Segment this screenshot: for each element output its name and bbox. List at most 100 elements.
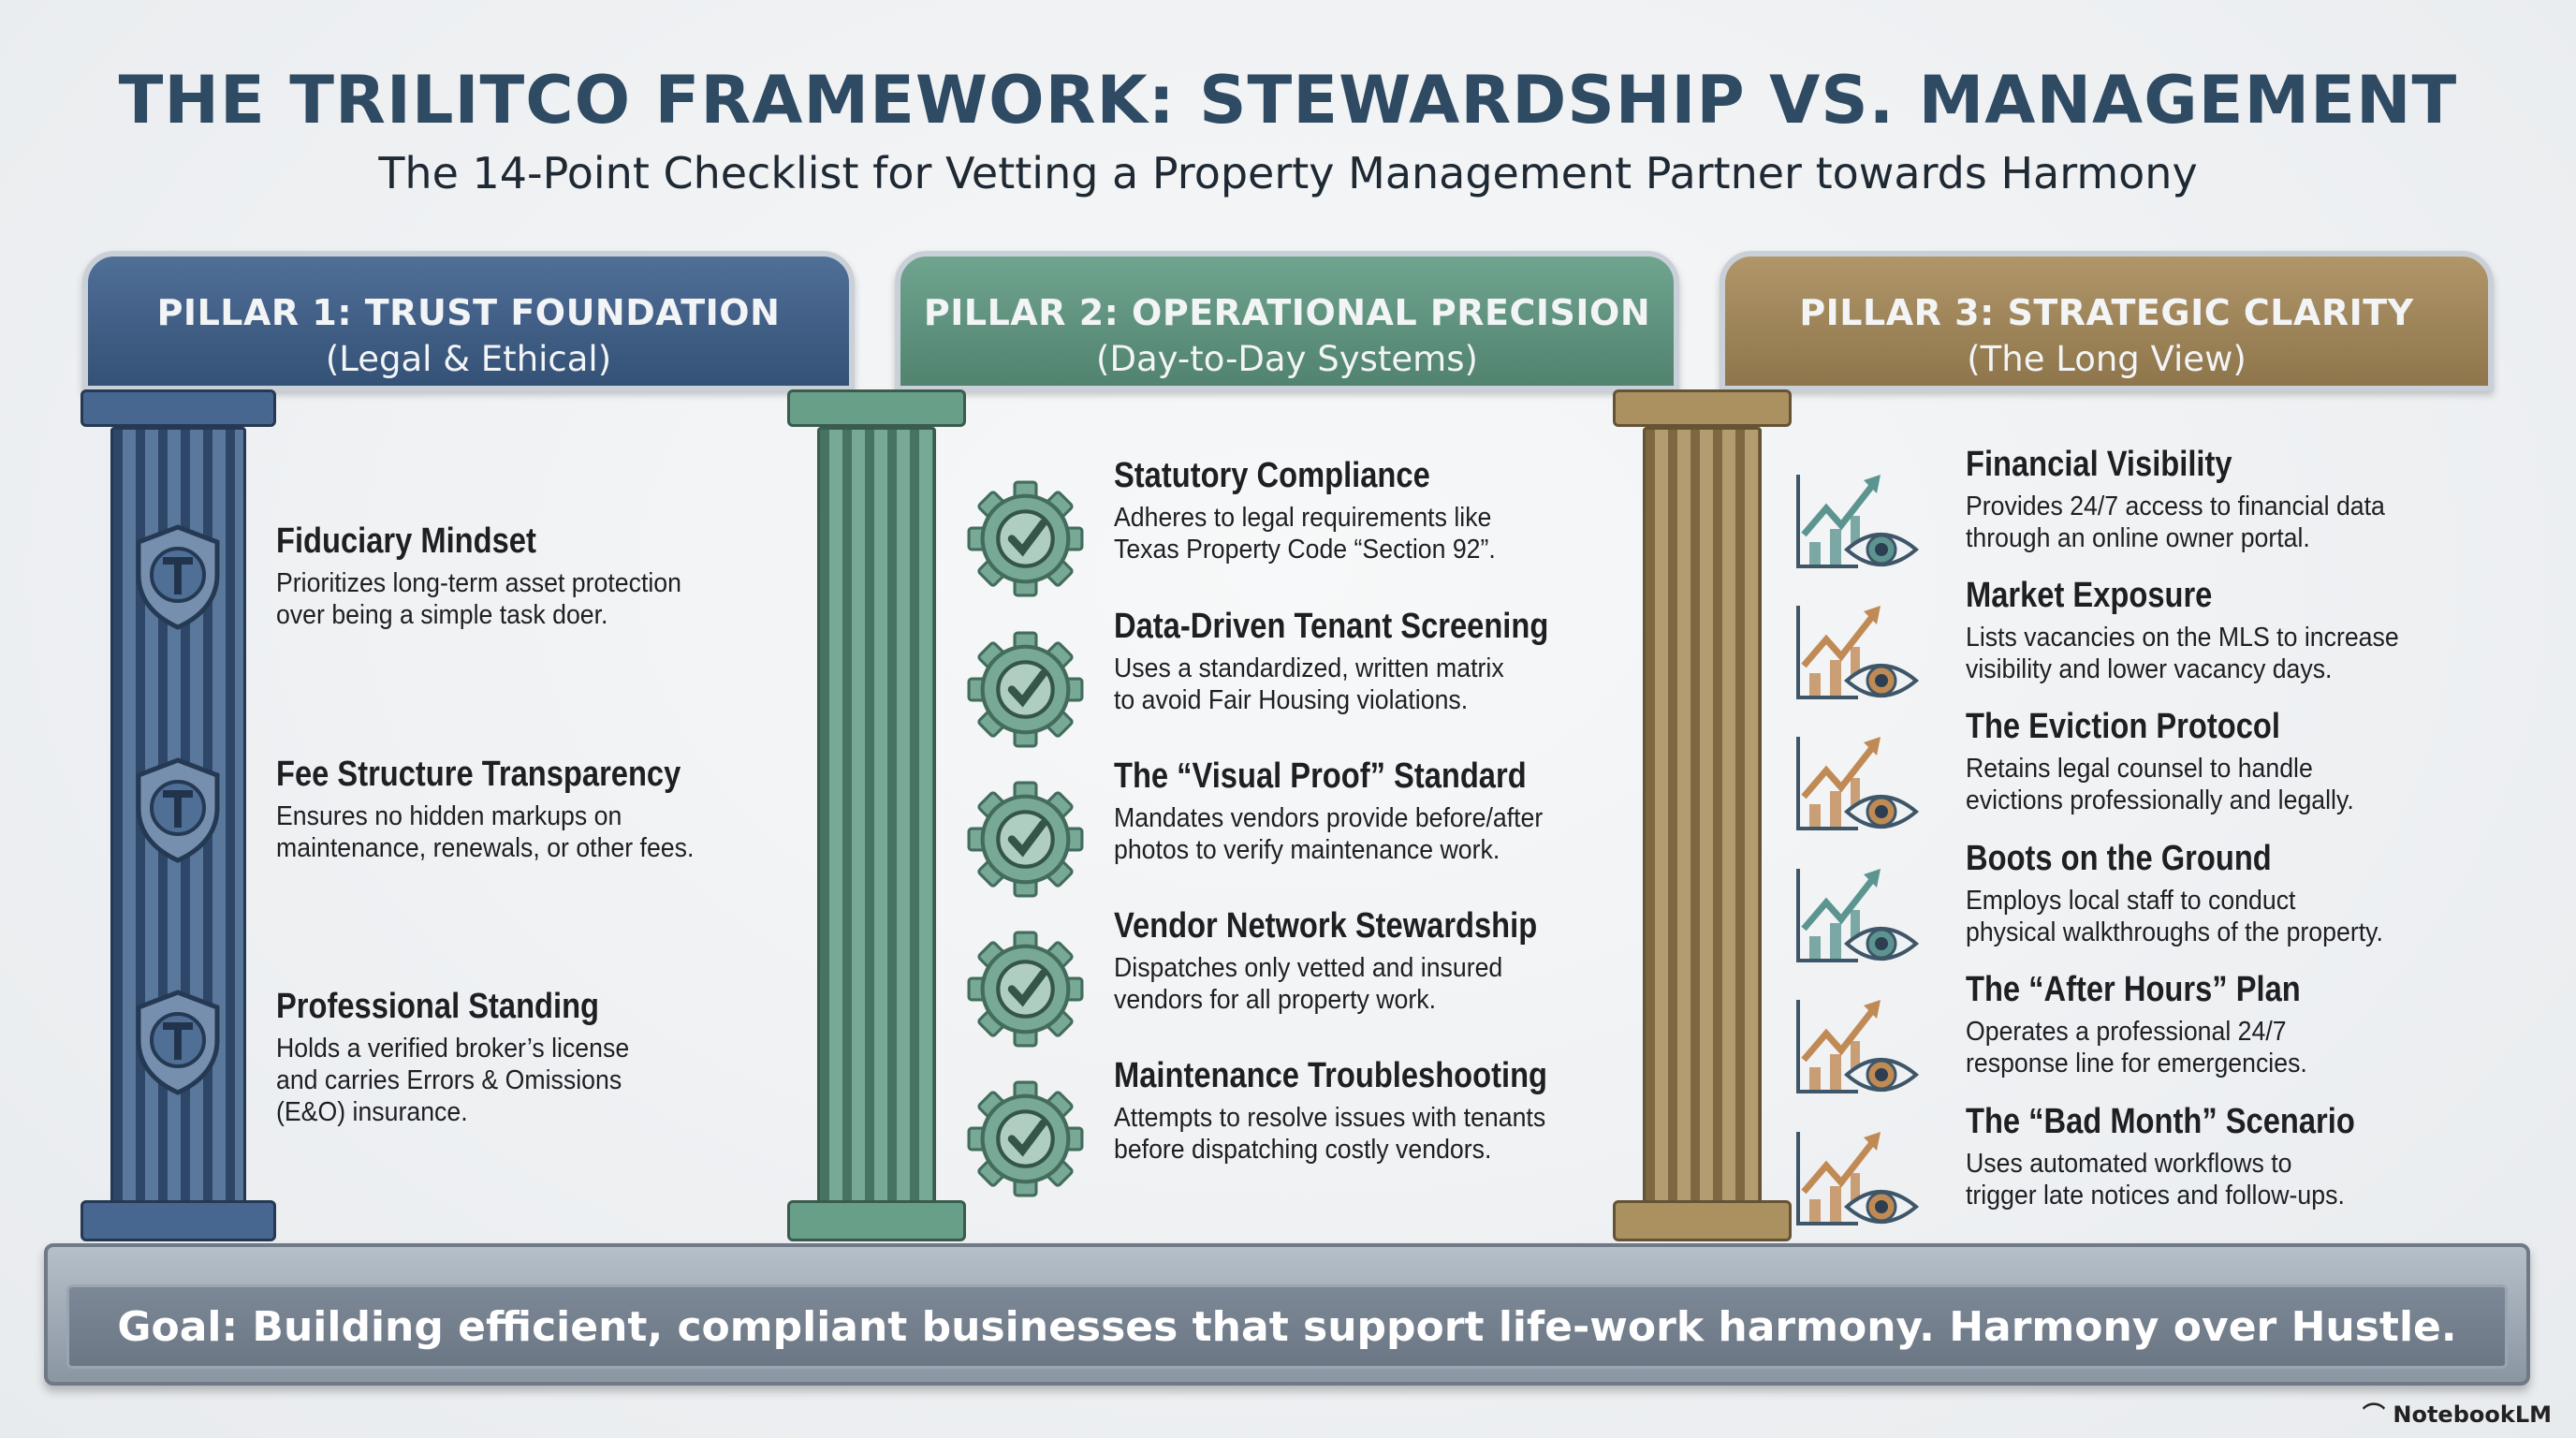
item-heading: Vendor Network Stewardship [1114, 906, 1538, 946]
goal-banner: Goal: Building efficient, compliant busi… [66, 1284, 2508, 1369]
foundation-base: Goal: Building efficient, compliant busi… [44, 1243, 2530, 1386]
description-line: Employs local staff to conduct [1966, 886, 2296, 916]
chart-eye-icon [1793, 731, 1924, 838]
pillar-title: PILLAR 3: STRATEGIC CLARITY [1799, 292, 2414, 333]
description-line: and carries Errors & Omissions [276, 1065, 622, 1095]
chart-eye-icon [1793, 863, 1924, 970]
shield-icon [131, 523, 225, 635]
shield-icon [131, 989, 225, 1100]
item-heading: Statutory Compliance [1114, 456, 1430, 495]
description-line: Uses a standardized, written matrix [1114, 653, 1504, 683]
description-line: Ensures no hidden markups on [276, 801, 622, 831]
page-title: THE TRILITCO FRAMEWORK: STEWARDSHIP VS. … [118, 62, 2458, 139]
shield-icon [131, 756, 225, 868]
brand-watermark: ⌒ NotebookLM [2363, 1401, 2552, 1428]
item-heading: Fiduciary Mindset [276, 521, 536, 561]
description-line: over being a simple task doer. [276, 600, 608, 630]
description-line: maintenance, renewals, or other fees. [276, 833, 695, 863]
gear-check-icon [967, 931, 1084, 1051]
pillar-column-2 [787, 389, 966, 1241]
description-line: physical walkthroughs of the property. [1966, 917, 2383, 947]
description-line: Retains legal counsel to handle [1966, 754, 2313, 784]
description-line: Lists vacancies on the MLS to increase [1966, 623, 2399, 653]
item-heading: Boots on the Ground [1966, 839, 2272, 878]
gear-check-icon [967, 480, 1084, 601]
description-line: through an online owner portal. [1966, 523, 2310, 553]
item-heading: Maintenance Troubleshooting [1114, 1056, 1548, 1095]
description-line: Prioritizes long-term asset protection [276, 568, 681, 598]
description-line: response line for emergencies. [1966, 1049, 2307, 1078]
gear-check-icon [967, 781, 1084, 902]
description-line: Uses automated workflows to [1966, 1149, 2292, 1179]
pillar-subtitle: (Legal & Ethical) [325, 339, 612, 379]
pillar-header-3: PILLAR 3: STRATEGIC CLARITY (The Long Vie… [1720, 251, 2494, 391]
item-heading: Financial Visibility [1966, 445, 2232, 484]
description-line: to avoid Fair Housing violations. [1114, 685, 1469, 715]
pillar-header-2: PILLAR 2: OPERATIONAL PRECISION (Day-to-D… [895, 251, 1679, 391]
description-line: Texas Property Code “Section 92”. [1114, 535, 1496, 565]
chart-eye-icon [1793, 469, 1924, 576]
description-line: evictions professionally and legally. [1966, 785, 2354, 815]
item-heading: The “Bad Month” Scenario [1966, 1102, 2355, 1141]
description-line: visibility and lower vacancy days. [1966, 654, 2333, 684]
item-heading: Fee Structure Transparency [276, 755, 681, 794]
item-heading: The “After Hours” Plan [1966, 970, 2301, 1009]
item-heading: Data-Driven Tenant Screening [1114, 607, 1549, 646]
description-line: Attempts to resolve issues with tenants [1114, 1103, 1546, 1133]
description-line: before dispatching costly vendors. [1114, 1135, 1492, 1165]
brand-label: NotebookLM [2393, 1401, 2552, 1428]
description-line: Mandates vendors provide before/after [1114, 803, 1544, 833]
page-subtitle: The 14-Point Checklist for Vetting a Pro… [378, 148, 2198, 198]
gear-check-icon [967, 1080, 1084, 1201]
description-line: photos to verify maintenance work. [1114, 835, 1500, 865]
item-heading: Professional Standing [276, 987, 600, 1026]
gear-check-icon [967, 631, 1084, 752]
description-line: Operates a professional 24/7 [1966, 1017, 2287, 1047]
pillar-header-1: PILLAR 1: TRUST FOUNDATION (Legal & Ethic… [82, 251, 855, 391]
item-heading: Market Exposure [1966, 576, 2213, 615]
item-heading: The “Visual Proof” Standard [1114, 756, 1527, 796]
description-line: vendors for all property work. [1114, 985, 1437, 1015]
description-line: (E&O) insurance. [276, 1097, 468, 1127]
chart-eye-icon [1793, 1126, 1924, 1233]
chart-eye-icon [1793, 600, 1924, 707]
pillar-subtitle: (Day-to-Day Systems) [1096, 339, 1478, 379]
description-line: Dispatches only vetted and insured [1114, 953, 1503, 983]
description-line: Holds a verified broker’s license [276, 1034, 630, 1064]
description-line: Provides 24/7 access to financial data [1966, 492, 2385, 521]
pillar-title: PILLAR 2: OPERATIONAL PRECISION [923, 292, 1651, 333]
pillar-title: PILLAR 1: TRUST FOUNDATION [156, 292, 781, 333]
goal-text: Goal: Building efficient, compliant busi… [117, 1302, 2457, 1351]
description-line: Adheres to legal requirements like [1114, 503, 1492, 533]
pillar-column-3 [1613, 389, 1792, 1241]
description-line: trigger late notices and follow-ups. [1966, 1181, 2345, 1211]
pillar-subtitle: (The Long View) [1967, 339, 2247, 379]
